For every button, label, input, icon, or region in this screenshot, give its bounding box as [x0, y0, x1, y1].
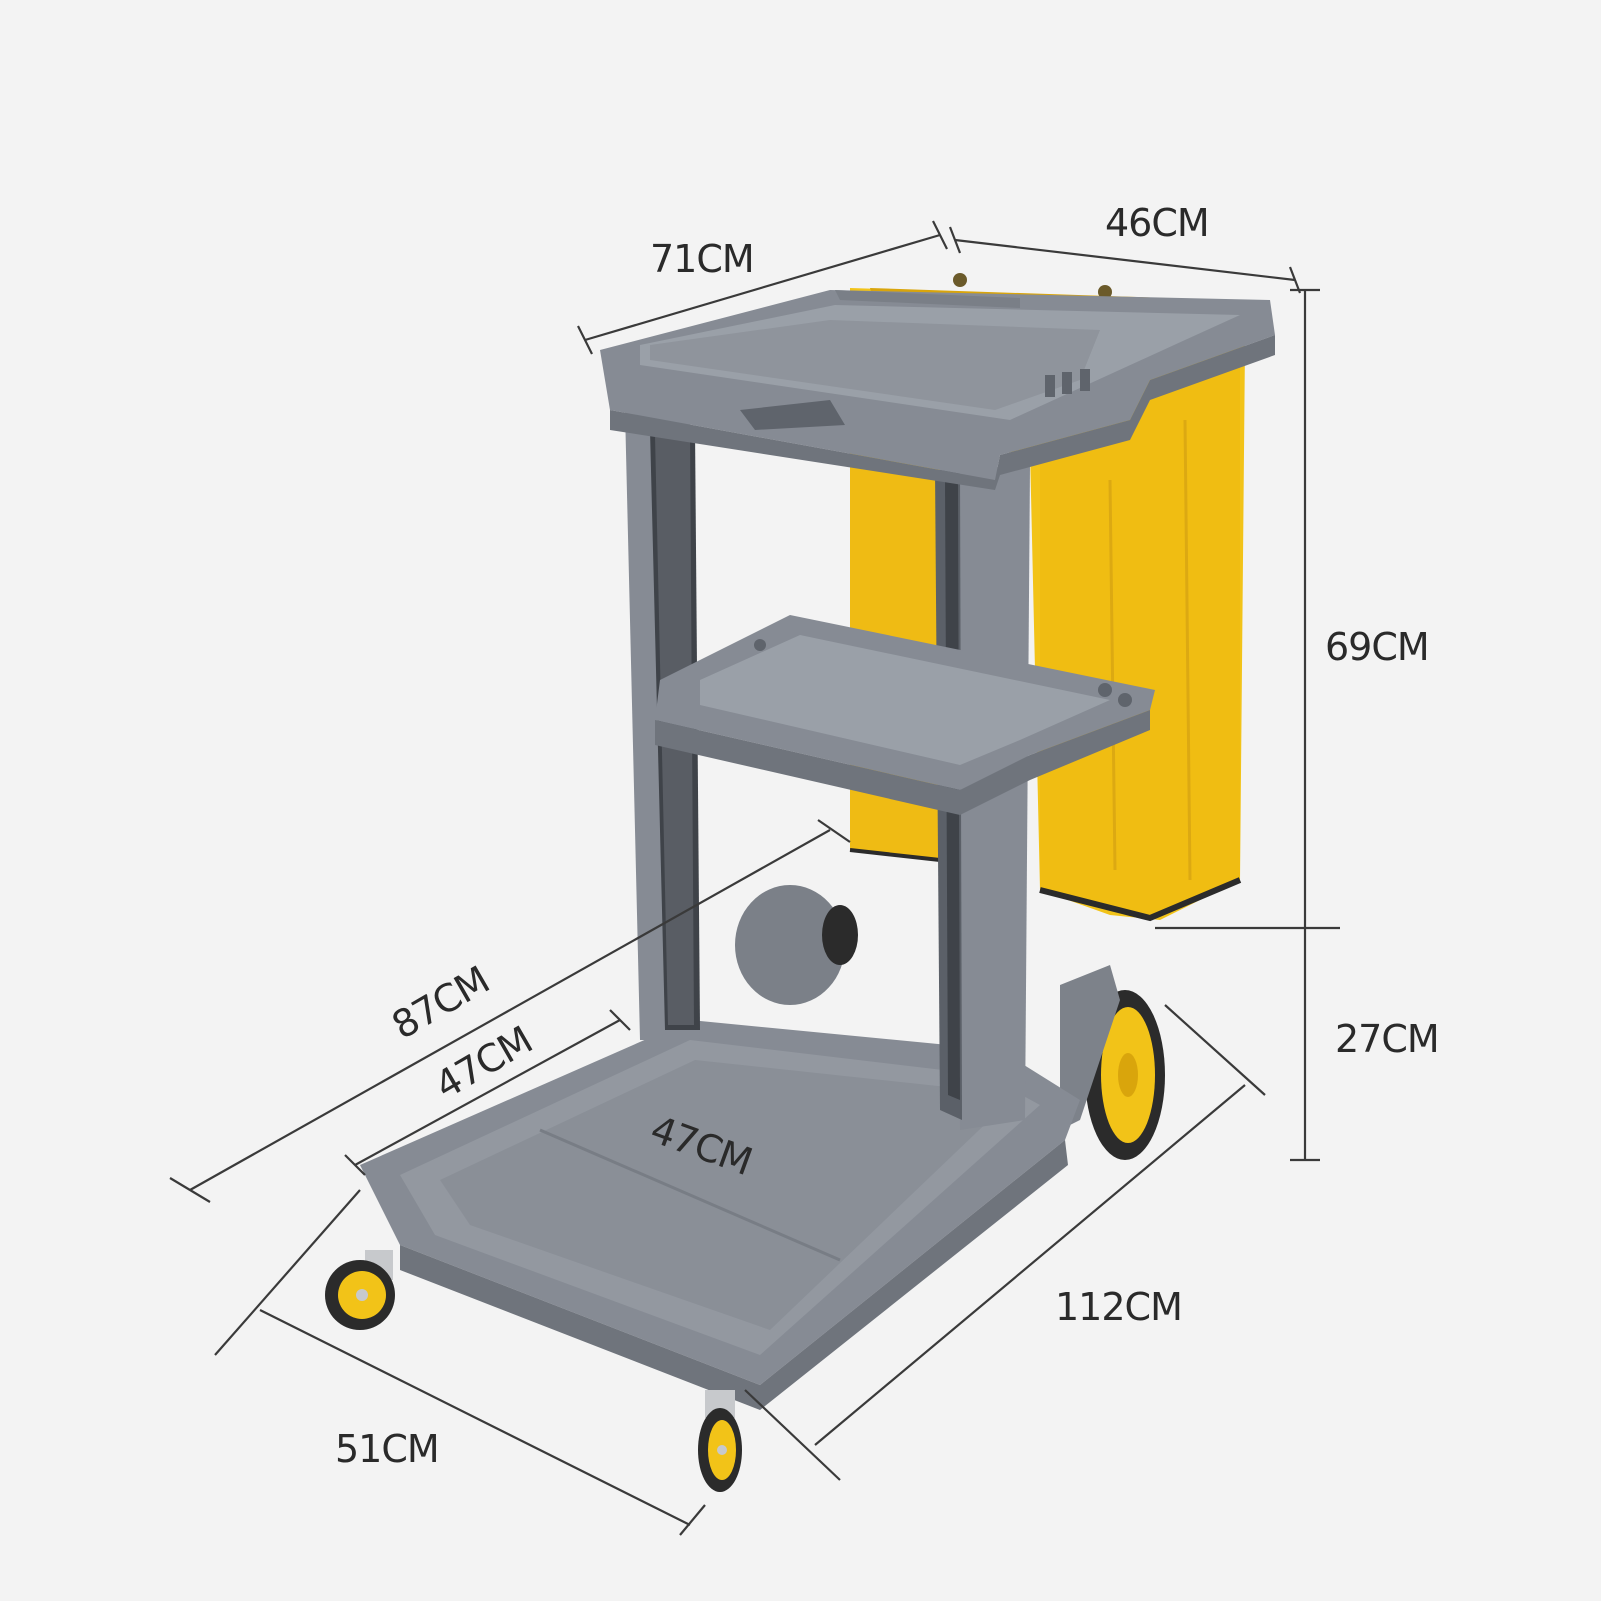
label-overall-length: 112CM — [1055, 1285, 1182, 1329]
overall-width-line — [259, 1309, 691, 1526]
middle-shelf — [655, 615, 1155, 815]
base-inner-length-line — [354, 1019, 621, 1166]
rear-wheel — [1060, 965, 1165, 1160]
back-wheel — [735, 885, 858, 1005]
top-width-line — [954, 238, 1296, 282]
label-top-length: 71CM — [650, 237, 754, 281]
label-top-width: 46CM — [1105, 201, 1209, 245]
overall-length-line — [814, 1084, 1246, 1446]
base-platform — [360, 1020, 1080, 1410]
front-right-caster — [698, 1390, 742, 1492]
front-left-caster — [325, 1250, 395, 1330]
base-outer-length-line — [189, 829, 831, 1191]
label-lower-height: 27CM — [1335, 1017, 1439, 1061]
top-tray — [600, 290, 1275, 490]
cleaning-cart — [325, 273, 1275, 1492]
label-upper-height: 69CM — [1325, 625, 1429, 669]
label-base-outer-length: 87CM — [385, 958, 497, 1048]
top-length-line — [584, 233, 941, 342]
label-overall-width: 51CM — [335, 1427, 439, 1471]
dimension-lines — [169, 220, 1340, 1536]
